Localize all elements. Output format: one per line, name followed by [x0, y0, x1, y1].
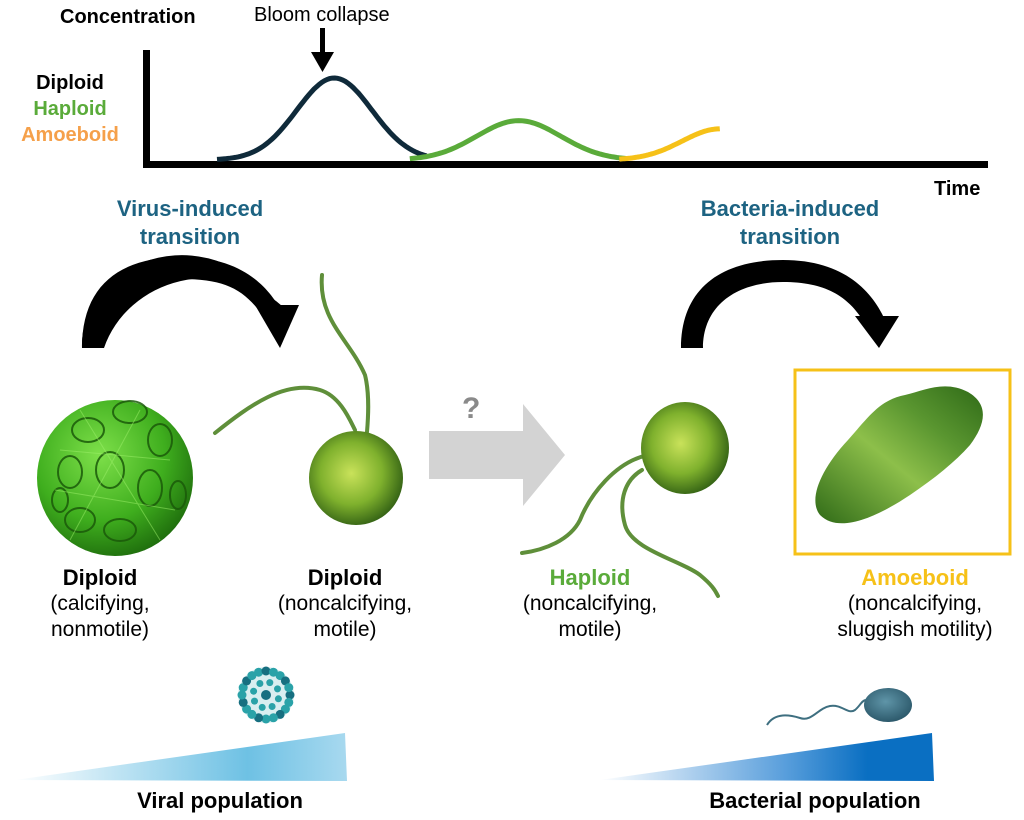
virus-spike: [268, 713, 278, 723]
stage-description-line2: motile): [558, 618, 622, 641]
legend-haploid: Haploid: [33, 98, 107, 120]
virus-spike: [251, 697, 258, 705]
stage-description-line1: (noncalcifying,: [277, 592, 413, 615]
stage-description-line1: (noncalcifying,: [847, 592, 983, 615]
virus-spike: [261, 714, 271, 724]
series-line-amoeboid: [619, 126, 721, 162]
virus-spike: [238, 683, 248, 693]
viral-population-gradient-wedge: [15, 733, 347, 781]
virus-spike: [258, 703, 266, 711]
calcifying-diploid-cell-illustration: [37, 400, 193, 556]
x-axis-label: Time: [934, 178, 981, 200]
virus-spike: [284, 697, 294, 707]
stage-motile-diploid: Diploid (noncalcifying, motile): [255, 565, 435, 643]
y-axis-label: Concentration: [60, 6, 196, 28]
virus-icon: [237, 666, 295, 724]
chart-series-group: [216, 75, 721, 162]
stage-title: Diploid: [307, 565, 383, 590]
stage-description-line2: sluggish motility): [837, 618, 993, 641]
virus-spike: [268, 703, 276, 710]
virus-spike: [256, 680, 264, 687]
bloom-collapse-arrow: [311, 28, 334, 72]
virus-spike: [261, 666, 271, 676]
legend-diploid: Diploid: [36, 72, 104, 94]
virus-spike: [242, 704, 252, 714]
stage-calcifying-diploid: Diploid (calcifying, nonmotile): [10, 565, 190, 643]
unknown-transition-block-arrow: [429, 404, 565, 506]
stage-haploid: Haploid (noncalcifying, motile): [500, 565, 680, 643]
bacterial-population-gradient-wedge: [600, 733, 934, 781]
stage-description-line2: nonmotile): [50, 618, 150, 641]
stage-title: Amoeboid: [861, 565, 969, 590]
stage-description-line1: (calcifying,: [50, 592, 150, 615]
stage-description-line1: (noncalcifying,: [522, 592, 658, 615]
virus-spike: [274, 685, 281, 693]
x-axis: [143, 161, 988, 168]
virus-spike: [254, 713, 264, 723]
virus-spike: [247, 671, 257, 681]
bacterium-icon: [766, 688, 912, 726]
y-axis: [143, 50, 150, 168]
virus-spike: [238, 697, 248, 707]
stage-title: Diploid: [62, 565, 138, 590]
amoeboid-highlight-box: [793, 368, 1012, 556]
legend-amoeboid: Amoeboid: [21, 124, 119, 146]
virus-spike: [268, 667, 278, 677]
stage-description-line2: motile): [313, 618, 377, 641]
stage-title: Haploid: [549, 565, 631, 590]
stage-amoeboid: Amoeboid (noncalcifying, sluggish motili…: [810, 565, 1020, 643]
motile-diploid-cell-illustration: [213, 273, 403, 525]
virus-spike: [254, 667, 264, 677]
bacterial-population-label: Bacterial population: [709, 788, 921, 813]
bacteria-induced-transition-label: Bacteria-induced transition: [700, 196, 880, 249]
virus-spike: [237, 690, 247, 700]
virus-spike: [285, 690, 295, 700]
bacteria-transition-arc-arrow: [681, 260, 899, 348]
unknown-transition-question-mark: ?: [462, 392, 481, 425]
chart-legend: Diploid Haploid Amoeboid: [21, 70, 146, 148]
virus-spike: [250, 687, 258, 695]
haploid-cell-illustration: [520, 402, 729, 598]
virus-spike: [284, 683, 294, 693]
virus-induced-transition-label: Virus-induced transition: [116, 196, 264, 249]
series-line-diploid: [216, 75, 428, 162]
series-line-haploid: [409, 118, 628, 162]
virus-spike: [280, 676, 290, 686]
virus-spike: [274, 695, 282, 703]
bloom-collapse-annotation: Bloom collapse: [254, 4, 390, 26]
viral-population-label: Viral population: [137, 788, 303, 813]
virus-spike: [275, 709, 285, 719]
virus-transition-arc-arrow: [81, 255, 299, 348]
virus-spike: [266, 679, 274, 687]
amoeboid-cell-illustration: [815, 386, 983, 524]
